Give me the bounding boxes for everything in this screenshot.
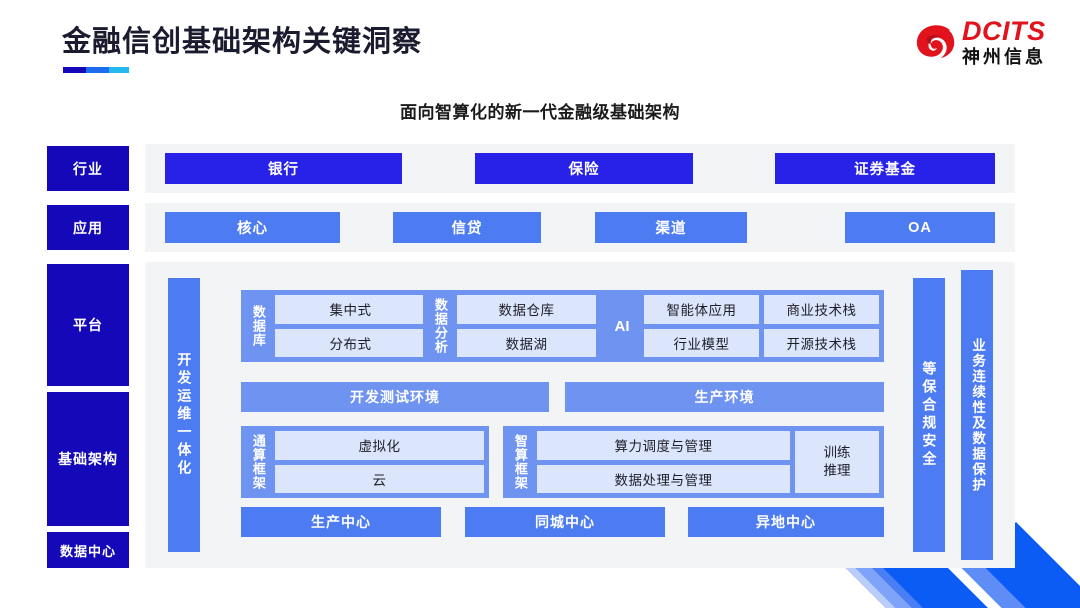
logo-wordmark: DCITS 神州信息 bbox=[962, 16, 1046, 67]
cell-industry-model[interactable]: 行业模型 bbox=[644, 328, 759, 357]
application-chip-oa[interactable]: OA bbox=[845, 212, 995, 243]
vertical-bar-continuity[interactable]: 业务连续性及数据保护 bbox=[961, 270, 993, 560]
logo-text-en: DCITS bbox=[962, 16, 1046, 46]
cell-training-inference[interactable]: 训练 推理 bbox=[795, 431, 879, 493]
platform-infrastructure-band: 数据库 集中式 分布式 数据分析 数据仓库 数据湖 AI 智能体应用 商业技术栈… bbox=[145, 262, 1015, 568]
industry-chip-securities[interactable]: 证券基金 bbox=[775, 153, 995, 184]
cell-virtualization[interactable]: 虚拟化 bbox=[275, 431, 484, 460]
group-database-cells: 集中式 分布式 bbox=[275, 295, 426, 357]
group-ai-cells: 智能体应用 商业技术栈 行业模型 开源技术栈 bbox=[644, 295, 879, 357]
rule-segment-1 bbox=[63, 67, 86, 73]
diagram-subtitle: 面向智算化的新一代金融级基础架构 bbox=[400, 103, 680, 122]
group-generic-framework-cells: 虚拟化 云 bbox=[275, 431, 484, 493]
rail-label-infrastructure: 基础架构 bbox=[47, 392, 129, 526]
rail-label-industry: 行业 bbox=[47, 146, 129, 191]
env-bar-dev-test[interactable]: 开发测试环境 bbox=[241, 382, 549, 412]
vertical-bar-devops[interactable]: 开发运维一体化 bbox=[168, 278, 200, 552]
group-generic-framework[interactable]: 通算框架 虚拟化 云 bbox=[241, 426, 489, 498]
data-center-production[interactable]: 生产中心 bbox=[241, 507, 441, 537]
group-intelligent-framework-label: 智算框架 bbox=[512, 434, 528, 490]
application-chip-core[interactable]: 核心 bbox=[165, 212, 340, 243]
group-intelligent-framework-cells: 算力调度与管理 数据处理与管理 bbox=[537, 431, 790, 493]
data-center-same-city[interactable]: 同城中心 bbox=[465, 507, 665, 537]
group-ai-label: AI bbox=[614, 317, 630, 335]
cell-cloud[interactable]: 云 bbox=[275, 464, 484, 493]
application-band: 核心 信贷 渠道 OA bbox=[145, 203, 1015, 252]
logo-text-cn: 神州信息 bbox=[962, 47, 1046, 67]
cell-commercial-stack[interactable]: 商业技术栈 bbox=[764, 295, 879, 324]
cell-data-warehouse[interactable]: 数据仓库 bbox=[457, 295, 596, 324]
page-title: 金融信创基础架构关键洞察 bbox=[62, 26, 423, 58]
cell-open-source-stack[interactable]: 开源技术栈 bbox=[764, 328, 879, 357]
cell-compute-scheduling[interactable]: 算力调度与管理 bbox=[537, 431, 790, 460]
rule-segment-3 bbox=[109, 67, 129, 73]
group-intelligent-framework[interactable]: 智算框架 算力调度与管理 数据处理与管理 训练 推理 bbox=[503, 426, 884, 498]
label-training: 训练 bbox=[823, 444, 851, 460]
industry-chip-insurance[interactable]: 保险 bbox=[475, 153, 693, 184]
group-generic-framework-label: 通算框架 bbox=[250, 434, 266, 490]
industry-chip-bank[interactable]: 银行 bbox=[165, 153, 402, 184]
group-data-analysis-label: 数据分析 bbox=[432, 298, 448, 354]
vertical-bar-compliance[interactable]: 等保合规安全 bbox=[913, 278, 945, 552]
group-data-analysis[interactable]: 数据分析 数据仓库 数据湖 bbox=[423, 290, 601, 362]
group-database-label: 数据库 bbox=[250, 305, 266, 347]
data-center-remote[interactable]: 异地中心 bbox=[688, 507, 884, 537]
application-chip-credit[interactable]: 信贷 bbox=[393, 212, 541, 243]
application-chip-channel[interactable]: 渠道 bbox=[595, 212, 747, 243]
cell-centralized[interactable]: 集中式 bbox=[275, 295, 426, 324]
cell-data-processing[interactable]: 数据处理与管理 bbox=[537, 464, 790, 493]
industry-band: 银行 保险 证券基金 bbox=[145, 144, 1015, 193]
rail-label-application: 应用 bbox=[47, 205, 129, 250]
dcits-swirl-icon bbox=[916, 25, 955, 58]
cell-distributed[interactable]: 分布式 bbox=[275, 328, 426, 357]
rail-label-data-center: 数据中心 bbox=[47, 532, 129, 568]
group-data-analysis-cells: 数据仓库 数据湖 bbox=[457, 295, 596, 357]
cell-agent-application[interactable]: 智能体应用 bbox=[644, 295, 759, 324]
env-bar-production[interactable]: 生产环境 bbox=[565, 382, 884, 412]
rule-segment-2 bbox=[86, 67, 109, 73]
rail-label-platform: 平台 bbox=[47, 264, 129, 386]
title-underline-rule bbox=[63, 67, 129, 73]
group-ai[interactable]: AI 智能体应用 商业技术栈 行业模型 开源技术栈 bbox=[600, 290, 884, 362]
label-inference: 推理 bbox=[823, 463, 851, 478]
cell-data-lake[interactable]: 数据湖 bbox=[457, 328, 596, 357]
brand-logo: DCITS 神州信息 bbox=[913, 18, 1046, 66]
group-database[interactable]: 数据库 集中式 分布式 bbox=[241, 290, 431, 362]
